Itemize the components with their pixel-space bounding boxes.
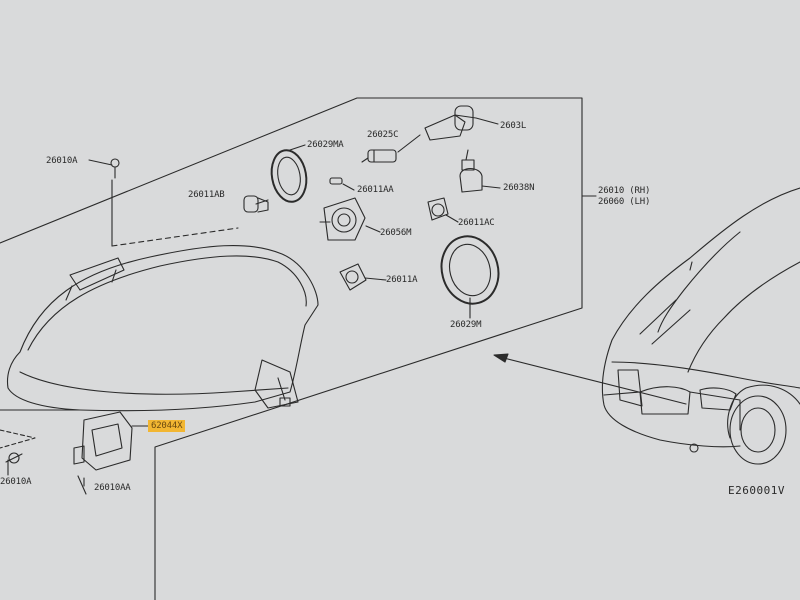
socket-26025c [361,149,397,163]
part-label-26010-rh: 26010 (RH) [598,186,651,196]
bulb-26011ac [427,197,449,221]
bolt-26010a-bottom [5,452,23,464]
assembly-frame [0,97,583,600]
part-label-26025c: 26025C [367,130,399,140]
ring-26029ma [270,149,308,203]
part-label-26060-lh: 26060 (LH) [598,197,651,207]
part-label-26056m: 26056M [380,228,412,238]
part-label-26010a-top: 26010A [46,156,78,166]
arrow-to-vehicle [493,353,687,405]
bulb-26011aa [329,177,343,185]
part-label-26011ac: 26011AC [458,218,495,228]
part-label-26011ab: 26011AB [188,190,225,200]
part-label-26031: 2603L [500,121,527,131]
part-label-26010aa: 26010AA [94,483,131,493]
part-label-26011a: 26011A [386,275,418,285]
motor-26056m [319,197,366,241]
part-label-26010a-bottom: 26010A [0,477,32,487]
bracket-62044x [73,411,133,495]
bolt-26010a-top [110,158,120,179]
part-label-26038n: 26038N [503,183,535,193]
part-label-26029m: 26029M [450,320,482,330]
part-label-62044x-highlighted: 62044X [148,420,186,432]
diagram-code: E260001V [728,484,785,497]
bulb-26031 [424,105,474,141]
bulb-26011ab [243,195,269,213]
bulb-26011a [339,263,367,291]
part-label-26029ma: 26029MA [307,140,344,150]
socket-26038n [459,149,483,193]
part-label-26011aa: 26011AA [357,185,394,195]
callout-lines [7,114,597,487]
headlamp-housing [6,244,319,412]
vehicle-illustration [601,187,800,465]
ring-26029m [440,235,500,305]
